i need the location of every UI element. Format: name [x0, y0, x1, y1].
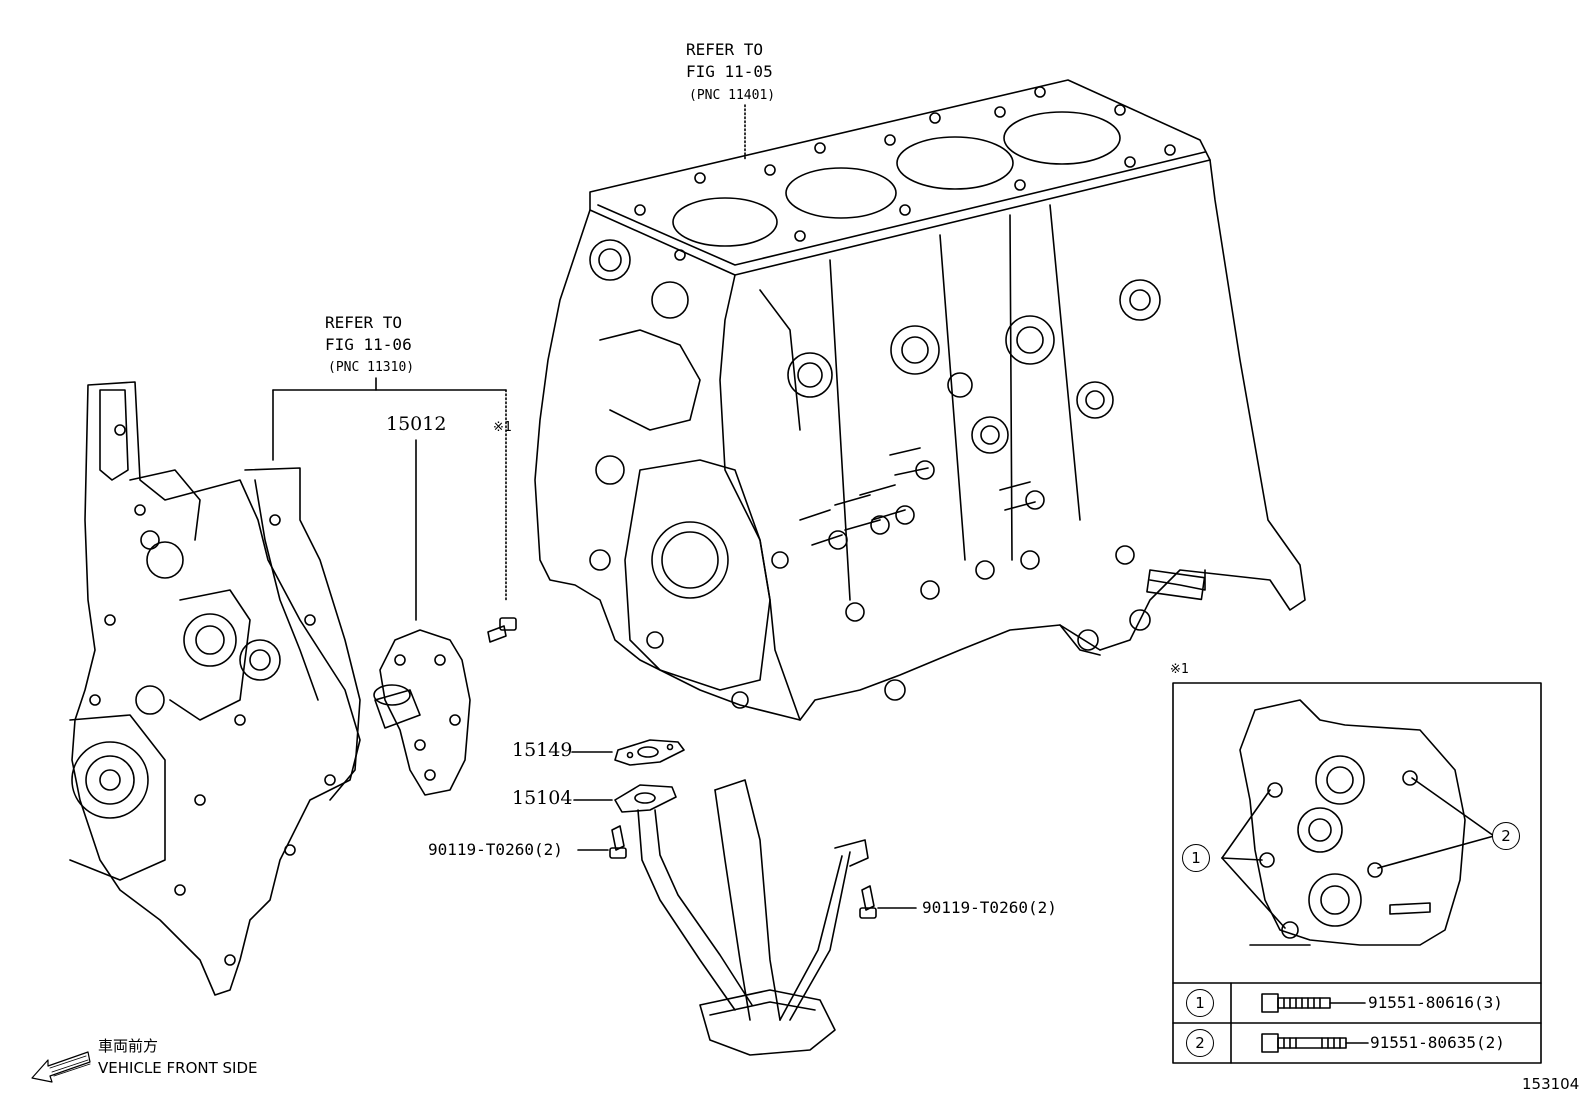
illustration-id: 153104 — [1522, 1075, 1580, 1093]
pump-bolt — [487, 617, 517, 643]
bolt-right — [859, 885, 877, 919]
note-mark: ※1 — [493, 420, 512, 435]
detail-panel — [1172, 682, 1542, 1064]
water-pump — [373, 629, 471, 796]
engine-block — [534, 79, 1306, 721]
detail-row-1-part: 91551-80616(3) — [1368, 993, 1503, 1012]
front-label-jp: 車両前方 — [98, 1037, 159, 1055]
cover-ref-bracket — [272, 377, 507, 621]
vehicle-front-arrow — [31, 1051, 91, 1083]
bolt-left-label: 90119-T0260(2) — [428, 840, 563, 859]
detail-row-1-index: 1 — [1186, 989, 1214, 1017]
front-label-en: VEHICLE FRONT SIDE — [98, 1059, 258, 1077]
part-15104-label: 15104 — [512, 787, 573, 809]
bolt-right-label: 90119-T0260(2) — [922, 898, 1057, 917]
block-ref-line1: REFER TO — [686, 40, 764, 59]
block-ref-line2: FIG 11-05 — [686, 62, 773, 81]
cover-ref-line1: REFER TO — [325, 313, 403, 332]
detail-row-2-index: 2 — [1186, 1029, 1214, 1057]
part-15012-label: 15012 — [386, 413, 447, 435]
detail-callout-2: 2 — [1492, 822, 1520, 850]
detail-row-2-part: 91551-80635(2) — [1370, 1033, 1505, 1052]
cover-ref-line2: FIG 11-06 — [325, 335, 412, 354]
gasket — [614, 739, 685, 766]
oil-strainer — [614, 779, 869, 1056]
detail-callout-1: 1 — [1182, 844, 1210, 872]
bolt-icon-2 — [1261, 1033, 1347, 1053]
part-15149-label: 15149 — [512, 739, 573, 761]
block-ref-line3: (PNC 11401) — [689, 88, 776, 103]
bolt-icon-1 — [1261, 993, 1331, 1013]
bolt-left — [609, 825, 627, 859]
cover-ref-line3: (PNC 11310) — [328, 360, 415, 375]
timing-cover — [69, 381, 361, 996]
detail-mark: ※1 — [1170, 662, 1189, 677]
